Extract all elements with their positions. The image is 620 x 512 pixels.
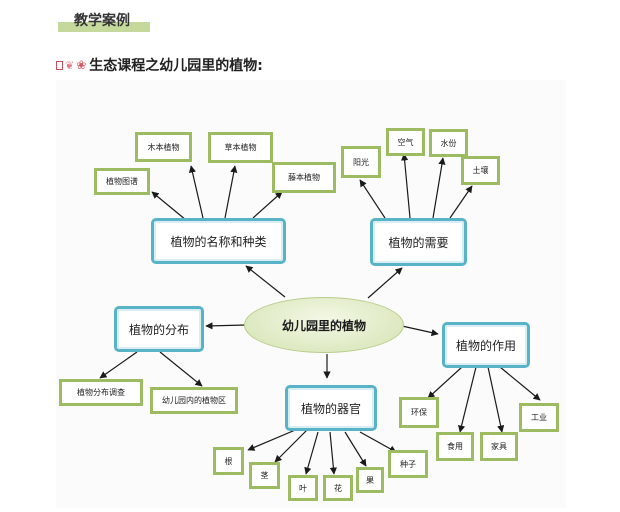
leaf-distribution-survey: 植物分布调查: [59, 379, 143, 406]
leaf-leaf: 叶: [288, 475, 318, 501]
arrow-uses-to-furniture: [487, 366, 505, 433]
arrow-needs-to-air: [401, 153, 411, 219]
arrow-organs-to-fruit: [344, 431, 367, 467]
leaf-stem: 茎: [249, 462, 280, 489]
arrow-organs-to-root: [247, 427, 301, 451]
leaf-water: 水份: [429, 129, 468, 157]
arrow-names-to-woody: [188, 165, 204, 219]
section-tag-underline: [58, 22, 150, 32]
leaf-edible: 食用: [436, 432, 474, 461]
arrow-center-to-distribution: [205, 322, 247, 330]
heading-decoration: ❦ ❀: [56, 59, 86, 71]
arrow-dist-to-zone: [159, 351, 203, 387]
arrow-names-to-vine: [252, 191, 283, 219]
arrow-dist-to-survey: [99, 351, 138, 379]
arrow-center-to-uses: [401, 325, 439, 337]
branch-organs: 植物的器官: [285, 385, 377, 431]
arrow-uses-to-industry: [499, 366, 541, 401]
heading-text: 生态课程之幼儿园里的植物:: [89, 58, 263, 74]
arrow-needs-to-soil: [449, 185, 473, 219]
leaf-soil: 土壤: [461, 156, 500, 185]
branch-names: 植物的名称和种类: [151, 218, 286, 264]
center-topic: 幼儿园里的植物: [244, 297, 404, 353]
leaf-fruit: 果: [356, 467, 384, 493]
arrow-center-to-needs: [367, 267, 403, 299]
case-heading: ❦ ❀ 生态课程之幼儿园里的植物:: [56, 55, 263, 75]
arrow-uses-to-food: [458, 366, 477, 433]
section-label: 教学案例: [74, 13, 130, 29]
leaf-icon: ❦: [65, 58, 75, 72]
leaf-vine-plant: 藤本植物: [272, 162, 336, 193]
leaf-furniture: 家具: [480, 432, 518, 461]
branch-uses: 植物的作用: [442, 322, 530, 368]
leaf-seed: 种子: [388, 450, 428, 478]
leaf-air: 空气: [386, 128, 425, 156]
branch-needs: 植物的需要: [370, 218, 467, 266]
leaf-root: 根: [213, 447, 244, 475]
bookmark-square-icon: [56, 60, 63, 70]
arrow-needs-to-water: [432, 157, 446, 219]
arrow-names-to-herb: [224, 165, 238, 219]
leaf-kindergarten-plant-zone: 幼儿园内的植物区: [150, 387, 238, 414]
flower-icon: ❀: [76, 58, 87, 72]
arrow-organs-to-stem: [274, 429, 308, 463]
leaf-sunlight: 阳光: [341, 146, 381, 178]
leaf-industry: 工业: [519, 403, 559, 432]
leaf-herbaceous-plant: 草本植物: [208, 132, 273, 163]
arrow-uses-to-eco: [427, 366, 463, 399]
leaf-environmental: 环保: [399, 397, 439, 428]
branch-distribution: 植物的分布: [114, 306, 204, 352]
section-tag: 教学案例: [58, 8, 150, 32]
arrow-organs-to-leaf: [304, 431, 319, 475]
leaf-woody-plant: 木本植物: [135, 132, 192, 162]
arrow-names-to-atlas: [151, 191, 187, 221]
arrow-needs-to-sun: [359, 179, 386, 219]
arrow-organs-to-flower: [329, 431, 337, 475]
leaf-flower: 花: [323, 475, 353, 501]
leaf-plant-atlas: 植物图谱: [94, 168, 150, 195]
arrow-organs-to-seed: [359, 431, 397, 453]
arrow-center-to-names: [245, 265, 286, 298]
